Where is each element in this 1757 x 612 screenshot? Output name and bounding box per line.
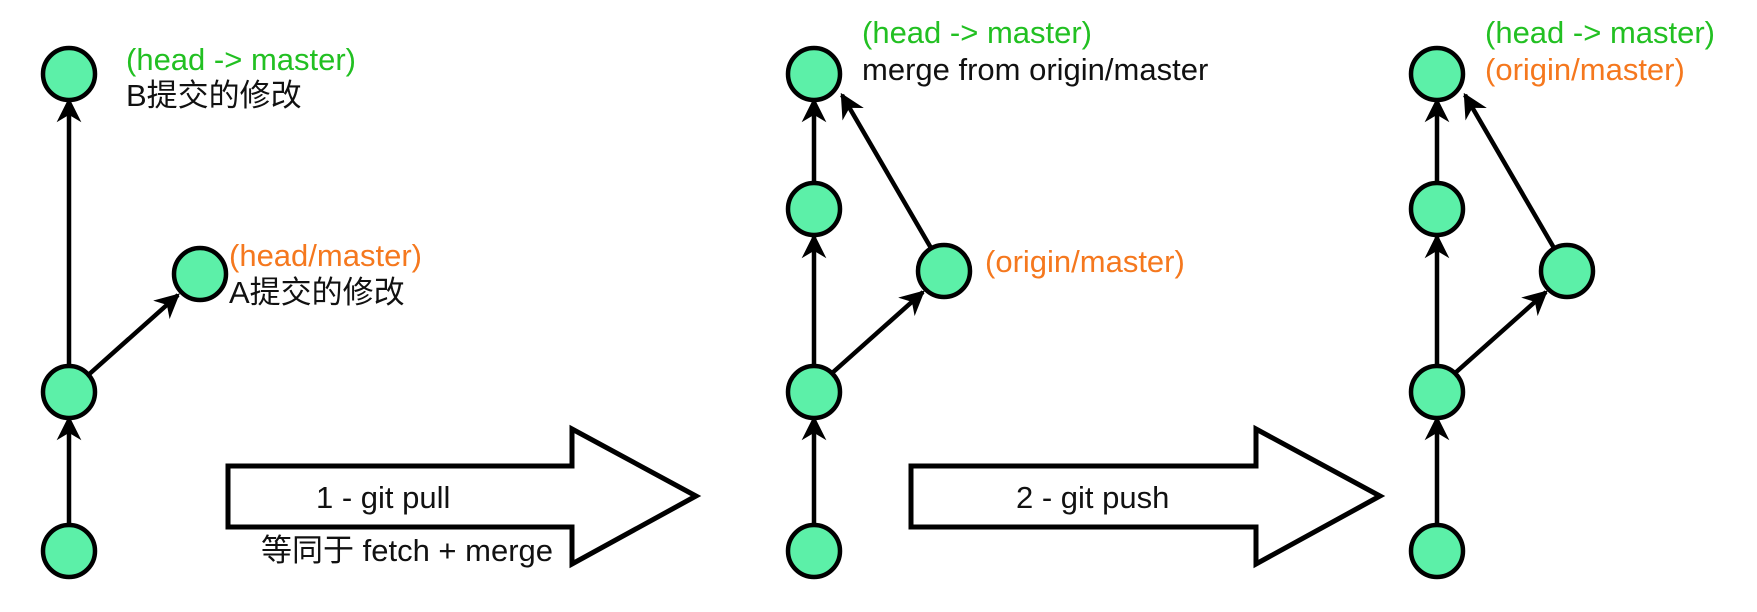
ref-label-branch: (head/master) — [229, 238, 422, 273]
commit-node-merge — [1408, 45, 1466, 103]
commit-msg-branch: A提交的修改 — [229, 275, 405, 310]
ref-label-top: (head -> master) — [126, 42, 356, 77]
edge-origin-to-merge — [840, 92, 933, 250]
arrow-shape-push — [908, 424, 1386, 569]
commit-node-base — [40, 522, 98, 580]
panel-after-push: (head -> master) (origin/master) — [1408, 15, 1715, 580]
step-arrow-pull: 1 - git pull 等同于 fetch + merge — [225, 424, 702, 569]
commit-node-origin — [1538, 242, 1596, 300]
ref-label-origin: (origin/master) — [985, 244, 1185, 279]
edge-origin-to-merge — [1463, 92, 1556, 250]
commit-node-local — [1408, 180, 1466, 238]
panel-before-pull: (head -> master) B提交的修改 (head/master) A提… — [40, 42, 422, 580]
edge-2-to-branch — [84, 293, 180, 379]
commit-msg-merge: merge from origin/master — [862, 52, 1208, 87]
ref-label-top: (head -> master) — [1485, 15, 1715, 50]
commit-msg-top: B提交的修改 — [126, 78, 302, 113]
edge-2-to-origin — [829, 290, 925, 376]
step-label-pull: 1 - git pull — [316, 480, 450, 515]
commit-node-a — [171, 245, 229, 303]
ref-label-origin: (origin/master) — [1485, 52, 1685, 87]
step-arrow-push: 2 - git push — [908, 424, 1386, 569]
commit-node-fork — [785, 363, 843, 421]
commit-node-base — [785, 522, 843, 580]
commit-node-base — [1408, 522, 1466, 580]
commit-node-local — [785, 180, 843, 238]
commit-node-b — [40, 45, 98, 103]
commit-node-fork — [40, 363, 98, 421]
ref-label-top: (head -> master) — [862, 15, 1092, 50]
commit-node-origin — [915, 242, 973, 300]
commit-node-fork — [1408, 363, 1466, 421]
step-label-push: 2 - git push — [1016, 480, 1169, 515]
step-note-pull: 等同于 fetch + merge — [261, 533, 553, 568]
commit-node-merge — [785, 45, 843, 103]
panel-after-pull: (head -> master) merge from origin/maste… — [785, 15, 1208, 580]
edge-2-to-origin — [1452, 290, 1548, 376]
arrow-shape-pull — [225, 424, 702, 569]
